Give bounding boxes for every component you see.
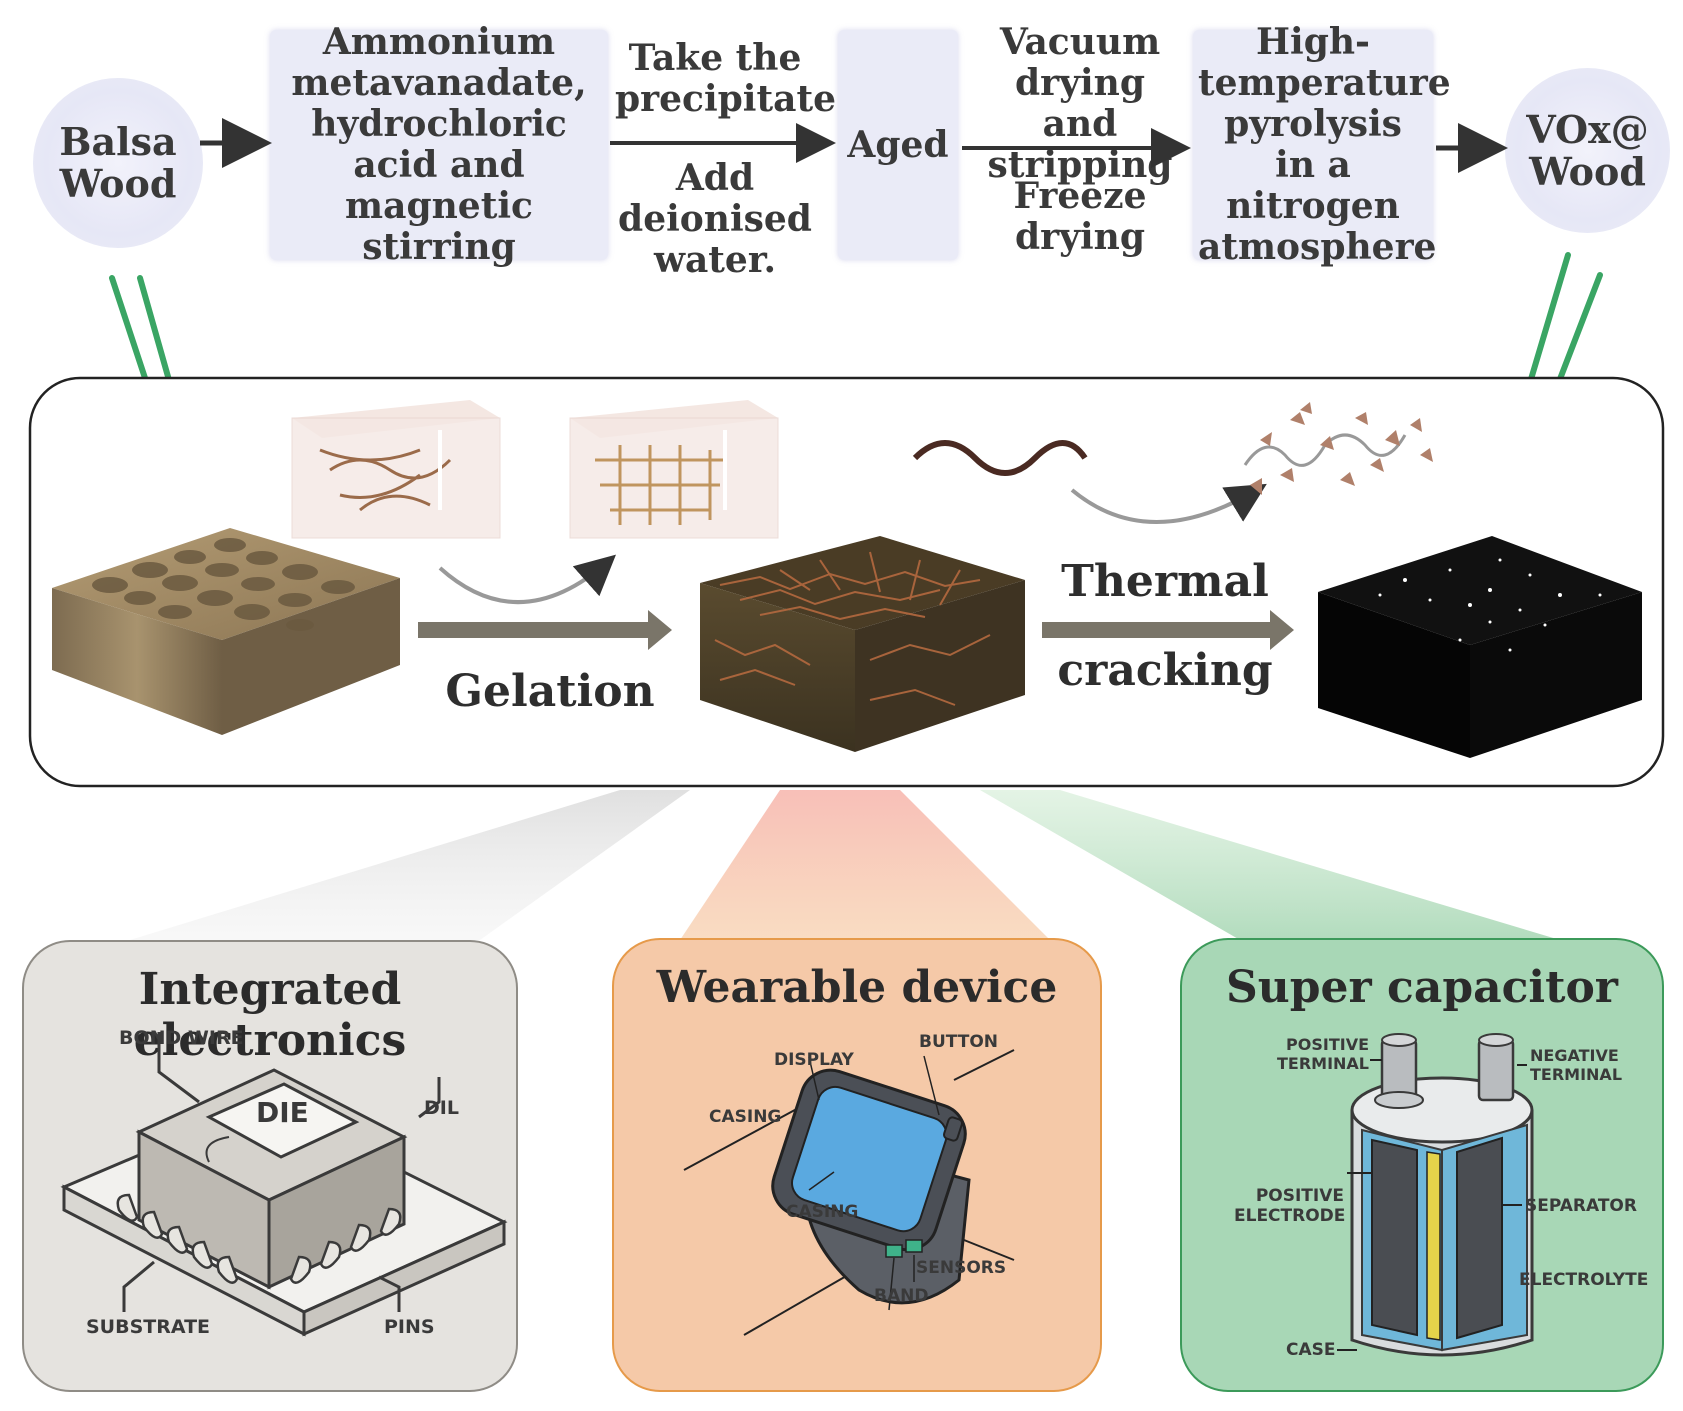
pos-electrode-line2: ELECTRODE	[1234, 1206, 1346, 1226]
step4-label: High-temperature pyrolysis in a nitrogen…	[1198, 21, 1451, 268]
positive-electrode-label: POSITIVE ELECTRODE	[1234, 1186, 1346, 1226]
vox-wood-label: VOx@ Wood	[1526, 106, 1649, 194]
gel-block	[700, 536, 1025, 752]
arrow3-top-label: Vacuum drying and stripping	[987, 21, 1173, 186]
pos-terminal-line2: TERMINAL	[1276, 1054, 1369, 1073]
carbon-block	[1318, 536, 1642, 758]
thermal-label: Thermal	[1061, 556, 1269, 607]
vox-wood-node: VOx@ Wood	[1505, 68, 1670, 233]
gel-cube-1	[291, 400, 501, 539]
wearable-title: Wearable device	[656, 962, 1058, 1013]
supercap-title: Super capacitor	[1226, 962, 1618, 1013]
aged-box: Aged	[838, 30, 958, 260]
positive-terminal-label: POSITIVE TERMINAL	[1264, 1035, 1369, 1073]
balsa-wood-node: Balsa Wood	[33, 78, 203, 248]
crack-curve-arrow	[1070, 483, 1267, 524]
dil-label: DIL	[424, 1097, 459, 1119]
fiber-fragments	[1243, 402, 1433, 495]
electronics-panel: Integrated electronics BOND WIRE DIE DIL…	[22, 940, 518, 1392]
display-label: DISPLAY	[774, 1050, 854, 1070]
fiber-intact	[912, 440, 1088, 476]
wearable-panel: Wearable device DISPLAY BUTTON CASING CA…	[612, 938, 1102, 1392]
die-label: DIE	[256, 1096, 309, 1129]
step1-label: Ammonium metavanadate, hydrochloric acid…	[291, 21, 587, 268]
chip-illustration	[60, 1032, 508, 1337]
balsa-block	[52, 528, 400, 735]
electrolyte-label: ELECTROLYTE	[1519, 1270, 1649, 1290]
cracking-label: cracking	[1057, 645, 1273, 696]
negative-terminal-label: NEGATIVE TERMINAL	[1530, 1046, 1622, 1084]
arrow3-bottom-label: Freeze drying	[1013, 175, 1147, 258]
gel-cube-2	[569, 400, 779, 539]
bond-wire-label: BOND WIRE	[119, 1027, 244, 1049]
gel-curve-arrow	[438, 554, 616, 605]
gelation-arrow	[418, 610, 672, 650]
pins-label: PINS	[384, 1316, 435, 1338]
capacitor-illustration	[1337, 1033, 1534, 1357]
step4-box: High-temperature pyrolysis in a nitrogen…	[1193, 22, 1451, 268]
separator-label: SEPARATOR	[1525, 1196, 1637, 1216]
button-label: BUTTON	[919, 1032, 999, 1052]
electronics-title: Integrated electronics	[133, 964, 407, 1066]
balsa-wood-label: Balsa Wood	[59, 119, 177, 206]
neg-terminal-line1: NEGATIVE	[1530, 1046, 1619, 1065]
arrow2-top-label: Take the precipitate	[615, 37, 836, 120]
pos-electrode-line1: POSITIVE	[1255, 1186, 1344, 1206]
pos-terminal-line1: POSITIVE	[1286, 1035, 1369, 1054]
aged-label: Aged	[847, 123, 949, 166]
fan-gray	[130, 790, 690, 940]
case-label: CASE	[1286, 1340, 1336, 1360]
neg-terminal-line2: TERMINAL	[1530, 1065, 1623, 1084]
fan-orange	[680, 790, 1050, 940]
supercap-panel: Super capacitor POSITIVE TERMINAL NEGATI…	[1180, 938, 1664, 1392]
casing-top-label: CASING	[709, 1107, 782, 1127]
fan-green	[980, 790, 1560, 940]
step1-box: Ammonium metavanadate, hydrochloric acid…	[270, 22, 608, 268]
smartwatch-illustration	[683, 1049, 1015, 1336]
gelation-label: Gelation	[445, 666, 655, 717]
arrow2-bottom-label: Add deionised water.	[618, 157, 812, 281]
thermal-arrow	[1042, 610, 1294, 650]
substrate-label: SUBSTRATE	[86, 1316, 211, 1338]
band-label: BAND	[874, 1286, 929, 1306]
casing-bottom-label: CASING	[786, 1202, 859, 1222]
sensors-label: SENSORS	[916, 1258, 1007, 1278]
